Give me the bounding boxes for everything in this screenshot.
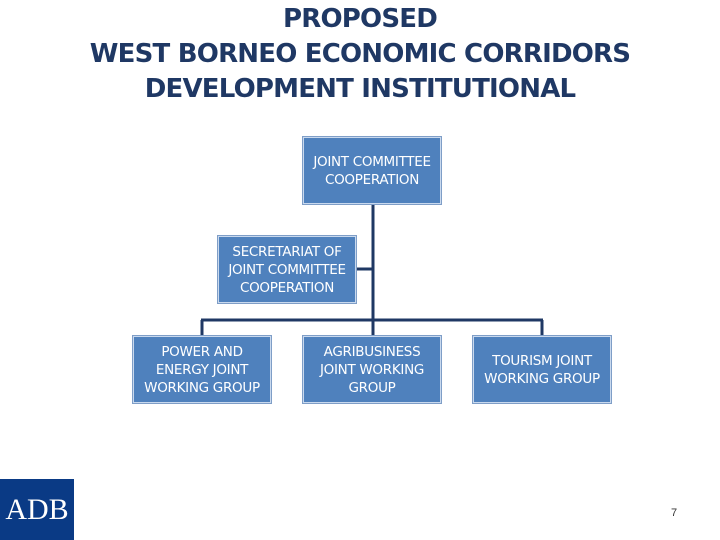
title-line-1: PROPOSED [282,4,438,34]
adb-logo-text: ADB [5,492,69,526]
power-energy-group-label: POWER AND ENERGY JOINT WORKING GROUP [144,343,260,396]
secretariat-box: SECRETARIAT OF JOINT COMMITTEE COOPERATI… [218,236,356,303]
joint-committee-label: JOINT COMMITTEE COOPERATION [313,153,431,188]
title-line-3: DEVELOPMENT INSTITUTIONAL [144,74,576,104]
adb-logo: ADB [0,479,74,540]
slide-title: PROPOSED WEST BORNEO ECONOMIC CORRIDORS … [0,2,720,107]
power-energy-group-box: POWER AND ENERGY JOINT WORKING GROUP [133,336,271,403]
joint-committee-box: JOINT COMMITTEE COOPERATION [303,137,441,204]
secretariat-label: SECRETARIAT OF JOINT COMMITTEE COOPERATI… [228,243,346,296]
title-line-2: WEST BORNEO ECONOMIC CORRIDORS [89,39,631,69]
tourism-group-label: TOURISM JOINT WORKING GROUP [484,352,600,387]
agribusiness-group-label: AGRIBUSINESS JOINT WORKING GROUP [319,343,425,396]
tourism-group-box: TOURISM JOINT WORKING GROUP [473,336,611,403]
page-number: 7 [670,507,678,519]
agribusiness-group-box: AGRIBUSINESS JOINT WORKING GROUP [303,336,441,403]
